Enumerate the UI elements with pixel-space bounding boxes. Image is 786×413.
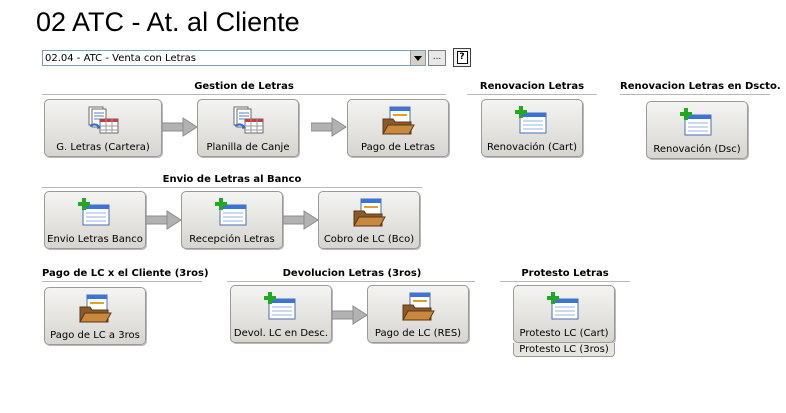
folder-payment-icon [78, 294, 112, 324]
tile-label: Cobro de LC (Bco) [323, 234, 415, 245]
folder-payment-icon [401, 292, 435, 322]
tile-label: Pago de Letras [361, 142, 435, 153]
new-window-icon [547, 292, 581, 322]
tile-pago-lc-3ros[interactable]: Pago de LC a 3ros [44, 287, 146, 345]
new-window-icon [515, 106, 549, 136]
arrow-right-icon [332, 305, 368, 325]
new-window-icon [680, 108, 714, 138]
page-title: 02 ATC - At. al Cliente [36, 7, 300, 37]
new-window-icon [215, 198, 249, 228]
tile-renovacion-cart[interactable]: Renovación (Cart) [481, 99, 583, 157]
section-title-gestion: Gestion de Letras [194, 81, 294, 92]
protesto-lc-3ros-option[interactable]: Protesto LC (3ros) [513, 343, 615, 357]
tile-label: Planilla de Canje [206, 142, 290, 153]
tile-renovacion-dsc[interactable]: Renovación (Dsc) [646, 101, 748, 159]
help-button[interactable]: ? [453, 48, 471, 67]
tile-envio-letras-banco[interactable]: Envio Letras Banco [44, 191, 146, 249]
document-grid-icon [86, 106, 120, 136]
tile-g-letras-cartera[interactable]: G. Letras (Cartera) [44, 99, 162, 157]
divider [42, 94, 446, 96]
section-title-protesto: Protesto Letras [521, 268, 609, 279]
tile-devol-lc-desc[interactable]: Devol. LC en Desc. [230, 285, 332, 343]
tile-label: Recepción Letras [189, 234, 275, 245]
divider [42, 187, 422, 189]
new-window-icon [264, 292, 298, 322]
arrow-right-icon [146, 210, 182, 230]
help-icon: ? [456, 51, 468, 64]
tile-label: Pago de LC (RES) [374, 328, 462, 339]
tile-label: Renovación (Cart) [486, 142, 577, 153]
tile-cobro-lc-bco[interactable]: Cobro de LC (Bco) [318, 191, 420, 249]
divider [42, 281, 202, 283]
section-title-pago-lc: Pago de LC x el Cliente (3ros) [42, 268, 209, 279]
tile-planilla-canje[interactable]: Planilla de Canje [197, 99, 299, 157]
chevron-down-icon[interactable] [410, 51, 425, 65]
folder-payment-icon [381, 106, 415, 136]
tile-label: Devol. LC en Desc. [233, 328, 329, 339]
tile-protesto-lc-cart[interactable]: Protesto LC (Cart) [513, 285, 615, 343]
tile-label: Pago de LC a 3ros [50, 330, 140, 341]
module-select[interactable]: 02.04 - ATC - Venta con Letras [42, 50, 426, 66]
tile-label: Protesto LC (Cart) [519, 328, 609, 339]
divider [620, 94, 770, 96]
browse-button[interactable]: ... [428, 50, 446, 66]
section-title-envio: Envio de Letras al Banco [162, 174, 302, 185]
divider [500, 281, 630, 283]
arrow-right-icon [311, 117, 347, 137]
tile-pago-letras[interactable]: Pago de Letras [347, 99, 449, 157]
section-title-devolucion: Devolucion Letras (3ros) [282, 268, 422, 279]
new-window-icon [78, 198, 112, 228]
arrow-right-icon [283, 210, 319, 230]
arrow-right-icon [162, 117, 198, 137]
tile-label: Envio Letras Banco [47, 234, 143, 245]
tile-label: G. Letras (Cartera) [56, 142, 150, 153]
divider [227, 281, 475, 283]
document-grid-icon [231, 106, 265, 136]
section-title-renovacion: Renovacion Letras [479, 81, 585, 92]
tile-pago-lc-res[interactable]: Pago de LC (RES) [367, 285, 469, 343]
tile-label: Renovación (Dsc) [653, 144, 741, 155]
section-title-renovacion-dscto: Renovacion Letras en Dscto. [620, 81, 781, 92]
folder-payment-icon [352, 198, 386, 228]
divider [467, 94, 597, 96]
module-select-value: 02.04 - ATC - Venta con Letras [45, 53, 196, 64]
tile-recepcion-letras[interactable]: Recepción Letras [181, 191, 283, 249]
